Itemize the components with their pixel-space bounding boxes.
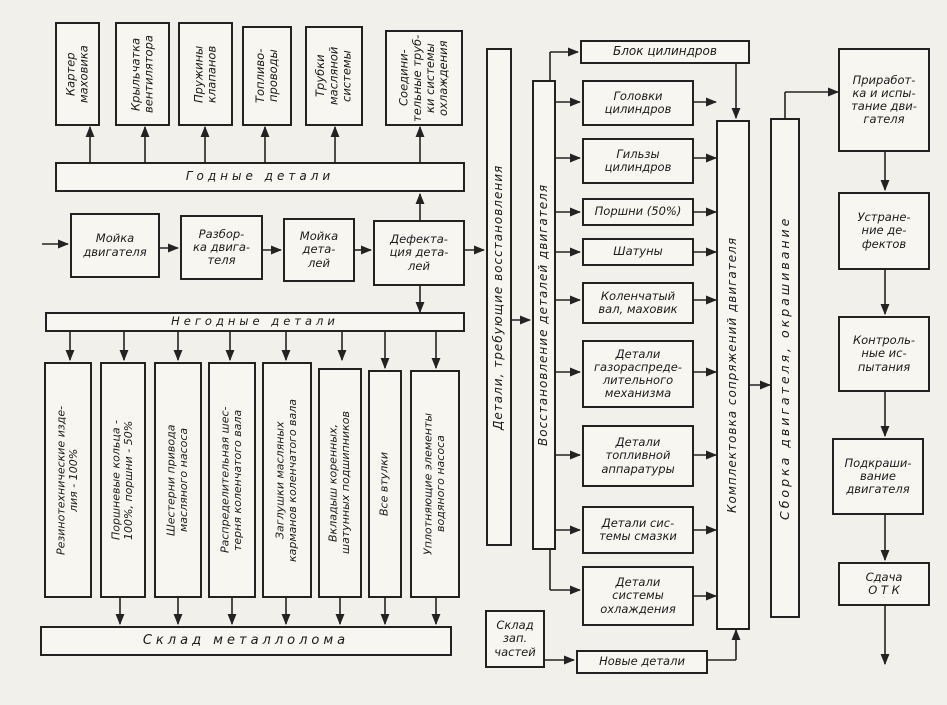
component-cooling-label: Детали системы охлаждения xyxy=(600,575,676,616)
component-fuel-system: Детали топливной аппаратуры xyxy=(582,425,694,487)
component-cooling: Детали системы охлаждения xyxy=(582,566,694,626)
scrap-piston-rings: Поршневые кольца - 100%, поршни - 50% xyxy=(100,362,146,598)
kitting-label: Комплектовка сопряжений двигателя xyxy=(725,236,740,514)
step-engine-disassembly-label: Разбор- ка двига- теля xyxy=(192,226,251,268)
part-oil-tubes-label: Трубки масляной системы xyxy=(313,46,354,106)
part-fan-impeller: Крыльчатка вентилятора xyxy=(115,22,170,126)
restoration-label: Восстановление деталей двигателя xyxy=(536,183,551,447)
scrap-crankshaft-gear: Распределительная шес- терня коленчатого… xyxy=(208,362,256,598)
component-crankshaft: Коленчатый вал, маховик xyxy=(582,282,694,324)
step-parts-wash: Мойка дета- лей xyxy=(283,218,355,282)
scrap-pump-seals: Уплотняющие элементы водяного насоса xyxy=(410,370,460,598)
component-valve-train: Детали газораспреде- лительного механизм… xyxy=(582,340,694,408)
final-touch-up-paint: Подкраши- вание двигателя xyxy=(832,438,924,515)
spare-parts-warehouse: Склад зап. частей xyxy=(485,610,545,668)
step-defect-detection: Дефекта- ция дета- лей xyxy=(373,220,465,286)
component-pistons-label: Поршни (50%) xyxy=(594,204,682,219)
component-cylinder-heads-label: Головки цилиндров xyxy=(604,88,672,116)
final-touch-up-paint-label: Подкраши- вание двигателя xyxy=(844,455,912,497)
part-fan-impeller-label: Крыльчатка вентилятора xyxy=(128,35,156,113)
final-fix-defects: Устране- ние де- фектов xyxy=(838,192,930,270)
step-engine-disassembly: Разбор- ка двига- теля xyxy=(180,215,263,280)
scrap-rubber-parts: Резинотехнические изде- лия - 100% xyxy=(44,362,92,598)
component-cylinder-liners-label: Гильзы цилиндров xyxy=(604,146,672,174)
scrap-bushings: Все втулки xyxy=(368,370,402,598)
scrap-bearing-shells: Вкладыш коренных, шатунных подшипников xyxy=(318,368,362,598)
final-qc-handover-label: Сдача О Т К xyxy=(865,569,903,597)
component-pistons: Поршни (50%) xyxy=(582,198,694,226)
step-engine-wash: Мойка двигателя xyxy=(70,213,160,278)
scrap-warehouse: Склад металлолома xyxy=(40,626,452,656)
component-crankshaft-label: Коленчатый вал, маховик xyxy=(598,288,678,316)
component-cylinder-liners: Гильзы цилиндров xyxy=(582,138,694,184)
final-break-in-test: Приработ- ка и испы- тание дви- гателя xyxy=(838,48,930,152)
scrap-bushings-label: Все втулки xyxy=(377,451,391,517)
scrap-piston-rings-label: Поршневые кольца - 100%, поршни - 50% xyxy=(109,419,135,541)
scrap-warehouse-label: Склад металлолома xyxy=(142,632,350,648)
part-flywheel-housing: Картер маховика xyxy=(55,22,100,126)
good-parts-label: Годные детали xyxy=(185,169,335,184)
part-cooling-tubes: Соедини- тельные труб- ки системы охлажд… xyxy=(385,30,463,126)
scrap-oil-pump-gears: Шестерни привода масляного насоса xyxy=(154,362,202,598)
assembly-column: Сборка двигателя, окрашивание xyxy=(770,118,800,618)
repair-needed-label: Детали, требующие восстановления xyxy=(491,164,506,430)
part-fuel-lines-label: Топливо- проводы xyxy=(252,48,280,104)
step-parts-wash-label: Мойка дета- лей xyxy=(299,229,339,270)
assembly-label: Сборка двигателя, окрашивание xyxy=(776,215,792,521)
step-defect-detection-label: Дефекта- ция дета- лей xyxy=(389,232,449,273)
component-lubrication-label: Детали сис- темы смазки xyxy=(599,515,677,543)
repair-needed-column: Детали, требующие восстановления xyxy=(486,48,512,546)
component-connecting-rods-label: Шатуны xyxy=(613,244,663,259)
scrap-pump-seals-label: Уплотняющие элементы водяного насоса xyxy=(421,412,447,556)
final-qc-handover: Сдача О Т К xyxy=(838,562,930,606)
scrap-oil-plugs-label: Заглушки масляных карманов коленчатого в… xyxy=(273,398,299,562)
restoration-column: Восстановление деталей двигателя xyxy=(532,80,556,550)
part-oil-tubes: Трубки масляной системы xyxy=(305,26,363,126)
step-engine-wash-label: Мойка двигателя xyxy=(83,231,147,259)
part-valve-springs-label: Пружины клапанов xyxy=(191,45,219,103)
final-control-tests-label: Контроль- ные ис- пытания xyxy=(852,333,916,374)
component-connecting-rods: Шатуны xyxy=(582,238,694,266)
final-break-in-test-label: Приработ- ка и испы- тание дви- гателя xyxy=(851,72,917,127)
part-valve-springs: Пружины клапанов xyxy=(178,22,233,126)
final-fix-defects-label: Устране- ние де- фектов xyxy=(857,210,911,251)
scrap-rubber-parts-label: Резинотехнические изде- лия - 100% xyxy=(54,405,80,555)
component-cylinder-heads: Головки цилиндров xyxy=(582,80,694,126)
scrap-oil-pump-gears-label: Шестерни привода масляного насоса xyxy=(164,424,190,536)
new-parts: Новые детали xyxy=(576,650,708,674)
good-parts-bar: Годные детали xyxy=(55,162,465,192)
kitting-column: Комплектовка сопряжений двигателя xyxy=(716,120,750,630)
scrap-crankshaft-gear-label: Распределительная шес- терня коленчатого… xyxy=(218,406,244,554)
part-cooling-tubes-label: Соедини- тельные труб- ки системы охлажд… xyxy=(396,34,451,122)
engine-block-label: Блок цилиндров xyxy=(613,44,717,59)
part-flywheel-housing-label: Картер маховика xyxy=(63,45,91,103)
new-parts-label: Новые детали xyxy=(599,654,685,669)
component-fuel-system-label: Детали топливной аппаратуры xyxy=(601,435,675,476)
component-valve-train-label: Детали газораспреде- лительного механизм… xyxy=(594,346,682,401)
engine-block: Блок цилиндров xyxy=(580,40,750,64)
spare-parts-warehouse-label: Склад зап. частей xyxy=(494,618,536,659)
scrap-bearing-shells-label: Вкладыш коренных, шатунных подшипников xyxy=(326,411,352,555)
final-control-tests: Контроль- ные ис- пытания xyxy=(838,316,930,392)
part-fuel-lines: Топливо- проводы xyxy=(242,26,292,126)
scrap-oil-plugs: Заглушки масляных карманов коленчатого в… xyxy=(262,362,312,598)
bad-parts-label: Негодные детали xyxy=(171,314,339,329)
component-lubrication: Детали сис- темы смазки xyxy=(582,506,694,554)
bad-parts-bar: Негодные детали xyxy=(45,312,465,332)
